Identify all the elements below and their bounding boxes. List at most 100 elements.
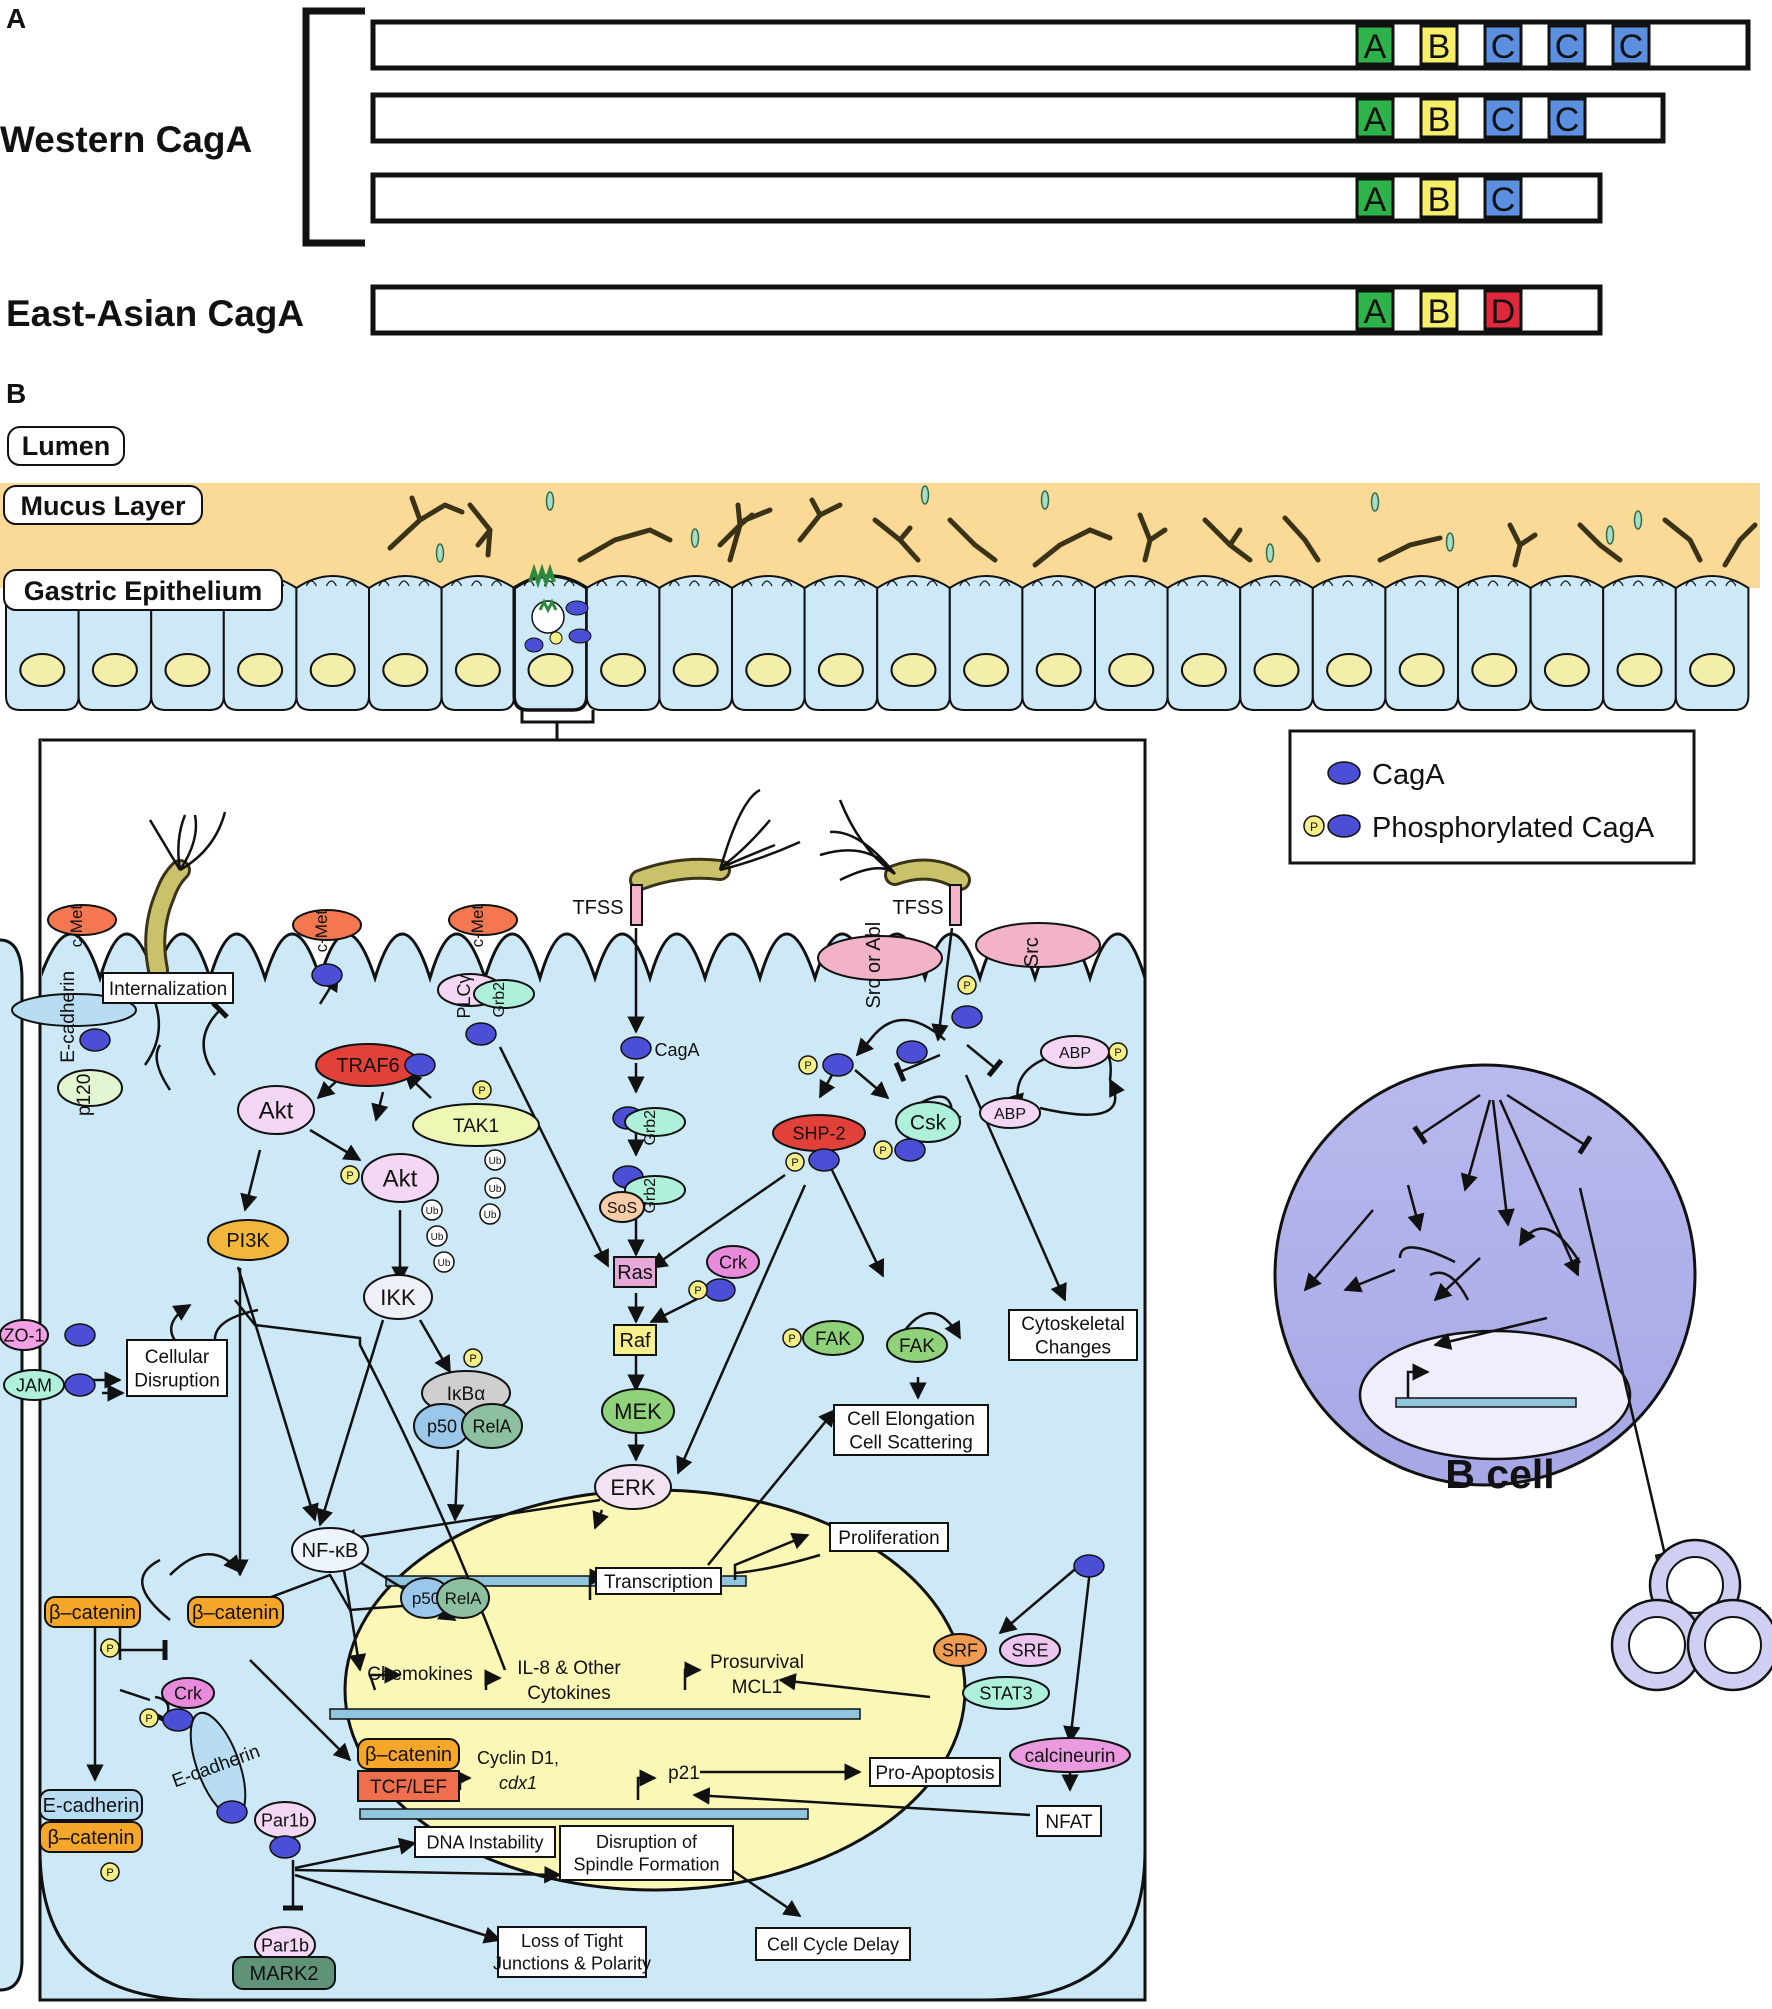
fak-1 [802,1320,864,1356]
cagA-bar-western-3 [370,172,1603,224]
motif-B-label: B [1428,293,1451,331]
zo-1-label: ZO-1 [3,1325,44,1345]
rela-cyto-label: RelA [472,1416,511,1436]
microvillus [1342,580,1354,587]
motif-C [1547,97,1587,139]
microvillus [1560,580,1572,587]
csk-label: Csk [910,1112,947,1135]
microvillus [1071,580,1083,587]
pi3k [207,1219,289,1261]
cytoskeletal-changes-box [1008,1309,1138,1361]
microvillus [1612,580,1624,587]
epithelial-nucleus [963,653,1010,687]
epithelial-cell [440,575,516,711]
cagA-icon [822,1053,854,1077]
crk-1 [706,1245,760,1279]
epithelial-cell [731,575,806,711]
phospho-icon [340,1165,360,1185]
cell-cycle-delay-box [755,1927,911,1961]
srf-label: SRF [942,1640,978,1660]
microvillus [1632,580,1644,587]
motif-A-label: A [1364,28,1387,66]
spindle-formation-box [559,1825,734,1881]
microvillus [1540,580,1552,587]
phospho-label: P [469,1353,476,1365]
fak-1-label: FAK [815,1329,851,1350]
fak-2-label: FAK [899,1336,935,1357]
ubiquitin-label: Ub [489,1156,502,1167]
microvillus [741,580,753,587]
phospho-icon [873,1140,893,1160]
dna-strand-1 [385,1575,747,1587]
epithelial-nucleus [382,653,429,687]
e-cadherin-3-label: E-cadherin [43,1795,140,1817]
cagA-icon [64,1373,96,1397]
epithelial-cell [1239,575,1314,711]
ubiquitin-icon [426,1225,448,1247]
abp-1-label: ABP [1059,1045,1091,1062]
microvillus [616,580,628,587]
microvillus [418,580,430,587]
erk [594,1464,672,1510]
stat3 [962,1676,1050,1710]
phospho-label: P [694,1285,701,1297]
microvillus [1507,580,1519,587]
cytoskeletal-changes-box-label-1: Changes [1035,1338,1111,1359]
ras-label: Ras [617,1262,653,1284]
erk-label: ERK [610,1475,656,1500]
motif-C-label: C [1491,181,1516,219]
microvillus [345,580,357,587]
beta-catenin-3 [39,1821,143,1853]
internalization-box [102,972,234,1004]
tfss-label-1: TFSS [572,897,623,919]
motif-C-label: C [1555,28,1580,66]
microvillus [1434,580,1446,587]
epithelial-nucleus [19,653,66,687]
microvillus [491,580,503,587]
legend: CagA P Phosphorylated CagA [1288,729,1696,865]
ubiquitin-label: Ub [489,1184,502,1195]
microvillus [1580,580,1592,587]
cagA-bar-western-2 [370,92,1666,144]
tight-junctions-box [497,1926,647,1978]
microvillus [1269,580,1281,587]
microvillus [906,580,918,587]
microvillus [999,580,1011,587]
epithelial-nucleus [527,653,574,687]
tight-junctions-box-label-1: Junctions & Polarity [493,1954,651,1974]
c-met-center [292,909,362,941]
phospho-icon [688,1280,708,1300]
cagA-icon [404,1053,436,1077]
beta-catenin-1-label: β–catenin [49,1602,136,1624]
abp-2 [979,1097,1041,1129]
mucus-layer [0,483,1760,588]
crk-2 [161,1677,215,1709]
epithelial-cell [295,575,370,711]
internalization-box-label: Internalization [109,979,227,1000]
motif-B [1419,289,1459,331]
microvillus [1725,580,1737,587]
prosurvival-label-1: MCL1 [732,1677,783,1698]
p50-cyto-label: p50 [427,1416,457,1436]
phospho-label: P [1114,1047,1121,1059]
c-met-left [47,904,117,936]
phospho-label: P [106,1867,113,1879]
motif-B [1419,97,1459,139]
microvillus [834,580,846,587]
epithelial-nucleus [1180,653,1227,687]
motif-B-label: B [1428,101,1451,139]
microvillus [1322,580,1334,587]
ubiquitin-label: Ub [438,1258,451,1269]
ubiquitin-icon [479,1203,501,1225]
epithelial-nucleus [890,653,937,687]
epithelial-nucleus [672,653,719,687]
jam-label: JAM [16,1375,52,1395]
akt-1-label: Akt [259,1098,294,1125]
epithelial-cell [1021,575,1096,711]
phospho-label: P [145,1713,152,1725]
epithelium-label: Gastric Epithelium [24,576,263,606]
sos-label: SoS [607,1200,637,1217]
epithelial-nucleus [745,653,792,687]
cagA-icon [79,1028,111,1052]
